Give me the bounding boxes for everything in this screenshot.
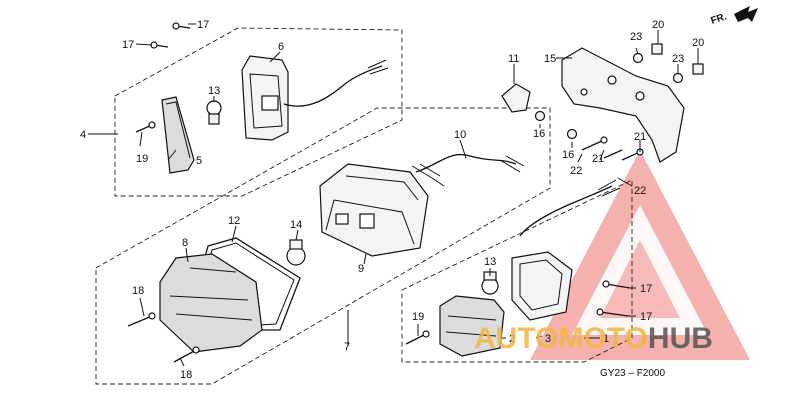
screw-18-a	[127, 312, 156, 327]
nut-20-a	[651, 43, 663, 55]
screw-19-a	[135, 121, 156, 133]
screw-19-b	[405, 330, 430, 345]
callout-12: 12	[228, 215, 240, 227]
callout-17-a: 17	[197, 19, 209, 31]
callout-2: 2	[509, 333, 515, 345]
callout-22-b: 22	[634, 185, 646, 197]
part-tail-light-base	[319, 163, 429, 257]
part-bracket	[561, 47, 685, 163]
callout-16-a: 16	[533, 128, 545, 140]
bolt-22-a	[581, 136, 608, 151]
screw-18-b	[173, 346, 200, 363]
callout-5: 5	[196, 155, 202, 167]
nut-23-b	[672, 72, 684, 84]
callout-13-a: 13	[208, 85, 220, 97]
nut-23-a	[632, 52, 644, 64]
callout-17-b: 17	[122, 39, 134, 51]
callout-22-a: 22	[570, 165, 582, 177]
callout-18-b: 18	[180, 369, 192, 381]
callout-20-b: 20	[692, 37, 704, 49]
part-side-reflector	[161, 96, 195, 174]
group-outline-4	[114, 27, 403, 197]
watermark-text: AUTOMOTOHUB	[474, 322, 713, 355]
part-socket-11	[501, 83, 531, 113]
screw-17-a	[172, 22, 191, 30]
callout-4: 4	[80, 129, 86, 141]
callout-20-a: 20	[652, 19, 664, 31]
callout-3: 3	[545, 333, 551, 345]
part-lens-2	[439, 295, 505, 357]
callout-19-b: 19	[412, 311, 424, 323]
callout-21-b: 21	[634, 131, 646, 143]
part-lens-holder-3	[511, 251, 573, 321]
screw-17-b	[150, 41, 169, 49]
part-bulb-14	[286, 239, 306, 266]
part-tail-lens	[159, 253, 263, 353]
callout-23-b: 23	[672, 53, 684, 65]
diagram-code: GY23 – F2000	[600, 368, 665, 379]
front-arrow-icon	[734, 6, 758, 22]
callout-21-a: 21	[592, 153, 604, 165]
group-outline-1	[401, 179, 633, 363]
group-outline-7	[95, 107, 551, 385]
part-wire-10	[415, 153, 517, 173]
leader-lines	[88, 23, 699, 367]
callout-11: 11	[508, 53, 519, 65]
direction-label: FR.	[710, 11, 729, 27]
callout-9: 9	[358, 263, 364, 275]
part-wire-3	[519, 185, 613, 237]
callout-17-d: 17	[640, 311, 652, 323]
part-wire-6	[283, 65, 383, 107]
callout-14: 14	[290, 219, 302, 231]
callout-10: 10	[454, 129, 466, 141]
callout-13-b: 13	[484, 256, 496, 268]
callout-16-b: 16	[562, 149, 574, 161]
callout-8: 8	[182, 237, 188, 249]
callout-18-a: 18	[132, 285, 144, 297]
watermark-text-part2: HUB	[648, 322, 713, 355]
callout-6: 6	[278, 41, 284, 53]
callout-15: 15	[544, 53, 556, 65]
callout-17-c: 17	[640, 283, 652, 295]
callout-19-a: 19	[136, 153, 148, 165]
bolt-21-a	[603, 149, 623, 159]
nut-16-b	[566, 128, 578, 140]
screw-17-c	[602, 280, 631, 289]
screw-17-d	[596, 308, 629, 317]
part-bulb-13-top	[206, 100, 222, 125]
watermark-logo	[530, 150, 750, 360]
nut-20-b	[692, 63, 704, 75]
nut-16-a	[534, 110, 546, 122]
callout-23-a: 23	[630, 31, 642, 43]
watermark-text-part1: AUTOMOTO	[474, 322, 648, 355]
callout-7: 7	[344, 341, 350, 353]
callout-1: 1	[603, 333, 609, 345]
